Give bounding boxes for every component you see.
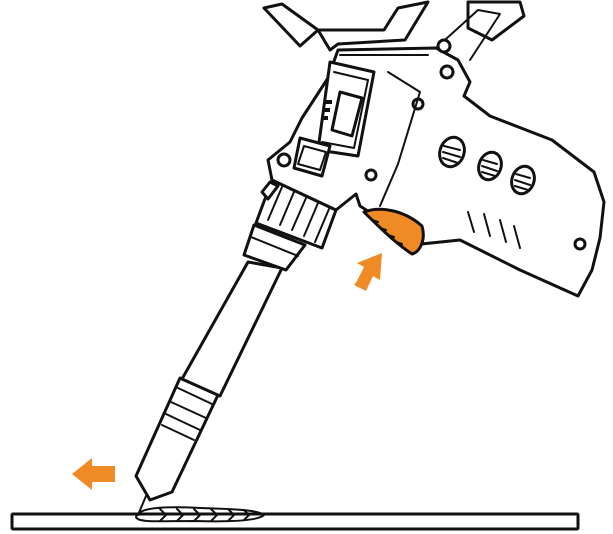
screw: [441, 66, 453, 78]
cable-hose: [318, 2, 428, 50]
arrow-up-right-icon: [354, 253, 382, 291]
screw: [438, 40, 450, 52]
screw: [366, 170, 376, 180]
workpiece-plate: [12, 514, 578, 529]
hose-connector: [264, 4, 318, 46]
torch-nozzle: [136, 378, 218, 500]
screw: [278, 154, 290, 166]
screw: [575, 239, 585, 249]
arrow-left-icon: [72, 458, 115, 490]
torch-neck: [182, 262, 282, 396]
